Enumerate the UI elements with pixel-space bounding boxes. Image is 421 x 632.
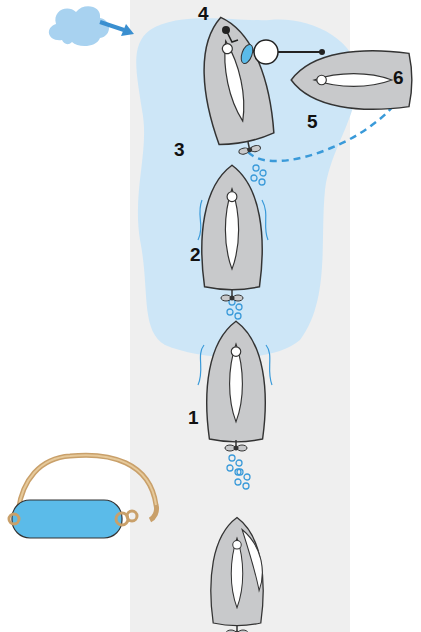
boat: [202, 165, 262, 289]
boat: [191, 11, 278, 148]
bubbles: [235, 469, 250, 489]
propeller: [225, 440, 247, 451]
boat: [291, 51, 412, 110]
callout-number: 6: [393, 68, 404, 87]
callout-number: 2: [190, 245, 201, 264]
bubbles: [227, 299, 242, 319]
bubbles: [251, 165, 266, 185]
wind-symbol: [49, 6, 134, 46]
fender: [9, 455, 157, 538]
propeller: [226, 625, 248, 632]
callout-number: 5: [307, 112, 318, 131]
mooring-buoy: [254, 40, 325, 64]
propeller: [221, 290, 243, 301]
callout-number: 1: [188, 408, 199, 427]
crew: [222, 26, 255, 65]
callout-number: 4: [198, 4, 209, 23]
propeller: [237, 140, 261, 155]
boat: [207, 321, 266, 442]
bubbles: [227, 455, 242, 475]
callout-number: 3: [174, 140, 185, 159]
boat: [211, 518, 263, 626]
